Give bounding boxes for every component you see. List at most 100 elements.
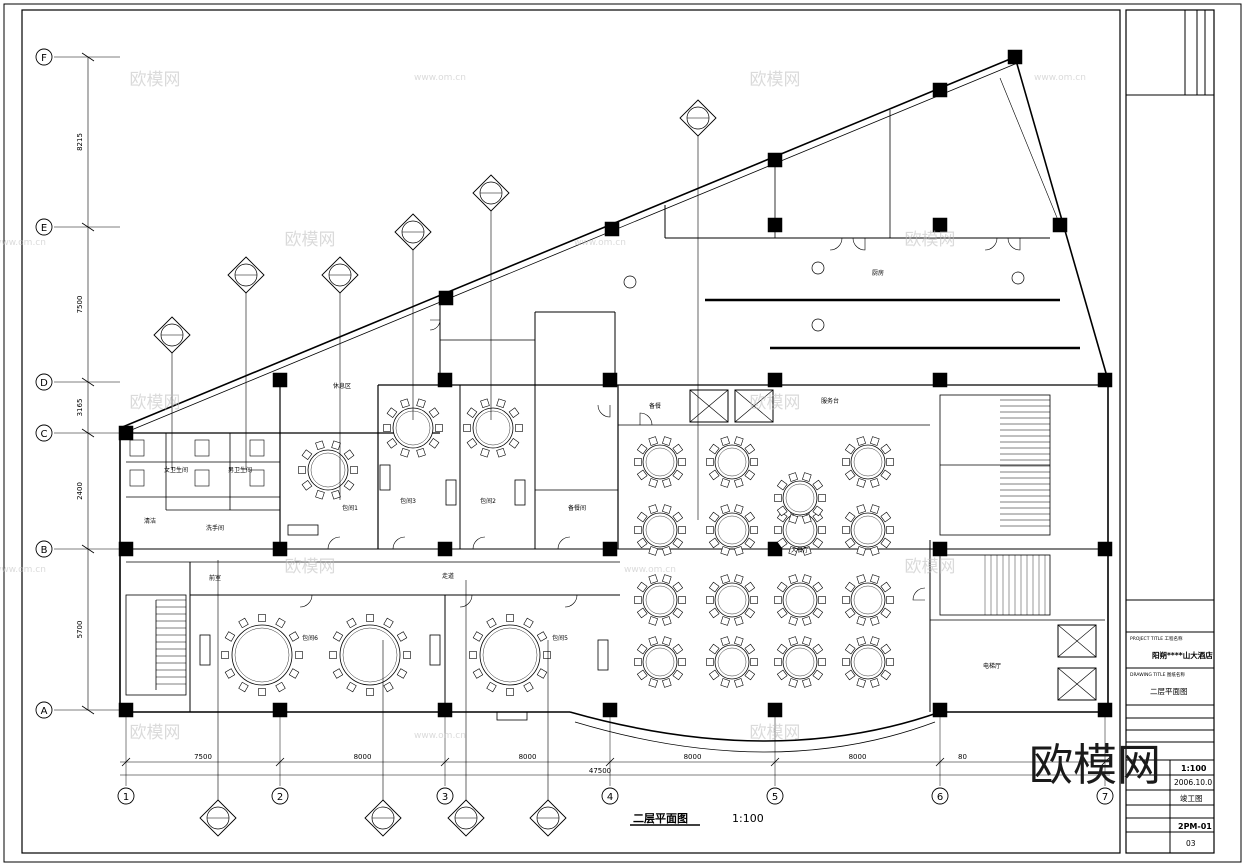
tb-date: 2006.10.0 — [1174, 778, 1212, 787]
chair — [678, 658, 686, 666]
chair — [774, 494, 782, 502]
room-label-front-hall: 前室 — [209, 574, 221, 582]
chair — [506, 688, 514, 696]
sofa — [429, 634, 441, 666]
chair — [870, 574, 880, 584]
chair — [508, 437, 520, 449]
chair — [634, 658, 642, 666]
chair — [428, 407, 440, 419]
structural-column — [932, 82, 948, 98]
chair — [734, 436, 744, 446]
chair — [672, 581, 684, 593]
room-label-wash-room: 洗手间 — [206, 524, 224, 532]
elevation-marker — [472, 174, 510, 420]
grid-label-col: 1 — [123, 792, 129, 803]
chair — [734, 678, 744, 688]
col-spacing-label: 8000 — [684, 753, 702, 761]
section-marker — [811, 318, 825, 332]
chair — [720, 504, 730, 514]
chair — [720, 616, 730, 626]
grid-bubble-col — [1096, 787, 1114, 805]
watermark-text: 欧模网 — [130, 70, 181, 90]
curved-facade-inner — [574, 721, 936, 753]
chair — [435, 424, 443, 432]
door-swing — [392, 536, 406, 550]
chair — [343, 479, 355, 491]
elevator-cross — [734, 389, 774, 423]
chair — [744, 607, 756, 619]
table-inner-ring — [717, 585, 747, 615]
chair — [636, 607, 648, 619]
chair — [776, 511, 788, 523]
sofa — [514, 479, 526, 506]
chair — [706, 658, 714, 666]
chair — [842, 458, 850, 466]
table-inner-ring — [717, 447, 747, 477]
structural-column — [932, 541, 948, 557]
outer-frame — [3, 3, 1242, 863]
elevator-shaft — [1057, 624, 1097, 658]
door-swing — [852, 237, 866, 251]
col-spacing-label: 8000 — [519, 753, 537, 761]
stair-west — [125, 594, 187, 696]
chair — [856, 436, 866, 446]
chair — [331, 440, 341, 451]
chair — [672, 443, 684, 455]
dim-tick — [770, 757, 780, 767]
room-label-private-room-3: 包间3 — [400, 497, 416, 505]
chair — [383, 617, 394, 629]
chair — [636, 443, 648, 455]
chair — [636, 581, 648, 593]
chair — [536, 668, 548, 679]
chair — [708, 581, 720, 593]
chair — [708, 469, 720, 481]
chair — [706, 526, 714, 534]
room-label-wc-men: 男卫生间 — [228, 466, 252, 474]
chair — [844, 581, 856, 593]
chair — [678, 596, 686, 604]
room-label-wc-women: 女卫生间 — [164, 466, 188, 474]
chair — [856, 478, 866, 488]
chair — [774, 526, 782, 534]
door-swing — [429, 319, 441, 331]
chair — [788, 636, 798, 646]
grid-label-col: 5 — [772, 792, 778, 803]
chair — [744, 469, 756, 481]
chair — [734, 616, 744, 626]
door-swing — [564, 594, 578, 608]
row-spacing-label: 5700 — [76, 621, 84, 639]
chair — [536, 631, 548, 642]
watermark-url: www.om.cn — [574, 238, 626, 248]
col-spacing-label: 8000 — [849, 753, 867, 761]
elevator-shaft — [689, 389, 729, 423]
chair — [343, 449, 355, 461]
chair — [486, 617, 497, 629]
structural-column — [438, 290, 454, 306]
elevation-marker — [321, 256, 359, 500]
watermark-text: 欧模网 — [285, 557, 336, 577]
table-inner-ring — [234, 627, 290, 683]
row-spacing-label: 7500 — [76, 296, 84, 314]
chair — [720, 678, 730, 688]
table-inner-ring — [853, 515, 883, 545]
watermark-url: www.om.cn — [414, 731, 466, 741]
table-inner-ring — [785, 515, 815, 545]
chair — [288, 668, 300, 679]
chair — [463, 424, 471, 432]
chair — [886, 658, 894, 666]
dining-table — [714, 644, 750, 680]
dim-tick — [440, 757, 450, 767]
structural-column — [602, 702, 618, 718]
chair — [734, 546, 744, 556]
chair — [672, 643, 684, 655]
door-swing — [597, 404, 611, 418]
chair — [662, 636, 672, 646]
chair — [776, 669, 788, 681]
grid-bubble-D — [35, 373, 53, 391]
chair — [802, 472, 812, 482]
room-label-storage: 备餐 — [649, 402, 661, 410]
chair — [472, 631, 484, 642]
chair — [750, 658, 758, 666]
chair — [636, 469, 648, 481]
dining-table — [714, 582, 750, 618]
